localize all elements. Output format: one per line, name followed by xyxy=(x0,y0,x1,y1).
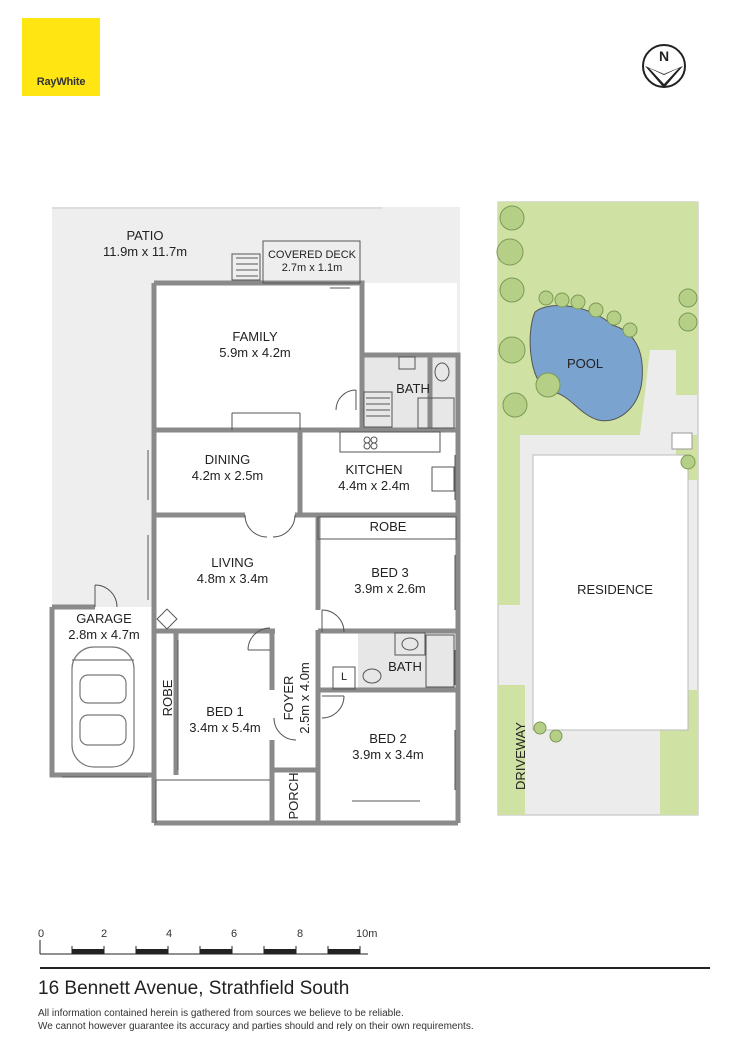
bed3-dims: 3.9m x 2.6m xyxy=(354,581,426,596)
garage-label: GARAGE 2.8m x 4.7m xyxy=(52,611,156,643)
linen-label: L xyxy=(340,671,348,683)
dining-name: DINING xyxy=(204,452,251,467)
bed3-name: BED 3 xyxy=(371,565,409,580)
foyer-label: FOYER 2.5m x 4.0m xyxy=(281,643,313,753)
bed2-dims: 3.9m x 3.4m xyxy=(352,747,424,762)
scale-tick-0: 0 xyxy=(38,928,45,940)
walls xyxy=(49,280,461,826)
patio-dims: 11.9m x 11.7m xyxy=(102,244,188,259)
north-compass-icon: N xyxy=(642,44,686,88)
scale-tick-4: 4 xyxy=(166,928,173,940)
bed1-name: BED 1 xyxy=(206,704,244,719)
bed1-dims: 3.4m x 5.4m xyxy=(189,720,261,735)
dining-label: DINING 4.2m x 2.5m xyxy=(170,452,285,484)
scale-tick-2: 2 xyxy=(101,928,108,940)
scale-tick-10: 10m xyxy=(356,928,378,940)
scale-tick-8: 8 xyxy=(297,928,304,940)
living-dims: 4.8m x 3.4m xyxy=(196,571,269,586)
family-dims: 5.9m x 4.2m xyxy=(219,345,291,360)
bath-lower-label: BATH xyxy=(388,659,422,674)
disclaimer-line1: All information contained herein is gath… xyxy=(38,1008,404,1019)
bed1-label: BED 1 3.4m x 5.4m xyxy=(170,704,280,736)
floor-plan xyxy=(49,201,699,826)
covered-deck-name: COVERED DECK xyxy=(267,249,357,261)
covered-deck-dims: 2.7m x 1.1m xyxy=(281,262,343,274)
site-plan xyxy=(496,201,699,816)
residence-label: RESIDENCE xyxy=(577,582,653,597)
compass-label: N xyxy=(659,48,669,64)
dining-dims: 4.2m x 2.5m xyxy=(191,468,264,483)
kitchen-label: KITCHEN 4.4m x 2.4m xyxy=(318,462,430,494)
pool-label: POOL xyxy=(566,356,604,371)
porch-label: PORCH xyxy=(286,772,301,820)
covered-deck-label: COVERED DECK 2.7m x 1.1m xyxy=(262,249,362,275)
bed3-label: BED 3 3.9m x 2.6m xyxy=(335,565,445,597)
raywhite-logo: RayWhite xyxy=(22,18,100,96)
living-label: LIVING 4.8m x 3.4m xyxy=(175,555,290,587)
patio-label: PATIO 11.9m x 11.7m xyxy=(90,228,200,260)
bath-upper-label: BATH xyxy=(396,381,430,396)
foyer-name: FOYER xyxy=(281,675,296,721)
garage-name: GARAGE xyxy=(76,611,132,626)
patio-name: PATIO xyxy=(126,228,164,243)
car-icon xyxy=(71,646,135,768)
scale-tick-6: 6 xyxy=(231,928,238,940)
disclaimer-line2: We cannot however guarantee its accuracy… xyxy=(38,1021,474,1032)
bed2-label: BED 2 3.9m x 3.4m xyxy=(333,731,443,763)
family-label: FAMILY 5.9m x 4.2m xyxy=(195,329,315,361)
kitchen-name: KITCHEN xyxy=(345,462,403,477)
property-address: 16 Bennett Avenue, Strathfield South xyxy=(38,978,350,999)
bath-lower-floor xyxy=(358,631,456,689)
robe-bed3-label: ROBE xyxy=(369,519,407,534)
driveway-label: DRIVEWAY xyxy=(513,722,528,790)
living-name: LIVING xyxy=(211,555,254,570)
bed2-name: BED 2 xyxy=(369,731,407,746)
kitchen-dims: 4.4m x 2.4m xyxy=(338,478,410,493)
garage-dims: 2.8m x 4.7m xyxy=(68,627,140,642)
scale-bar xyxy=(39,940,710,969)
family-name: FAMILY xyxy=(232,329,278,344)
brand-name: RayWhite xyxy=(36,76,86,88)
foyer-dims: 2.5m x 4.0m xyxy=(297,662,312,734)
